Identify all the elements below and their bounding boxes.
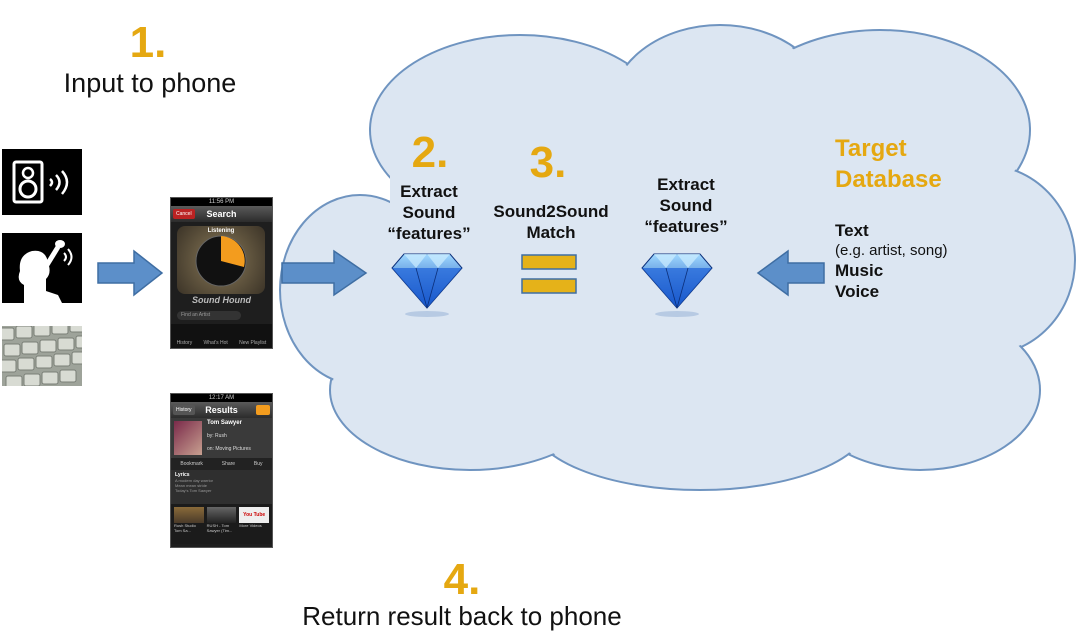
- tab-new-playlist[interactable]: New Playlist: [239, 340, 267, 346]
- video-thumb: [206, 507, 237, 523]
- cancel-button[interactable]: Cancel: [173, 209, 195, 219]
- share-badge-button[interactable]: [256, 405, 270, 415]
- video-row: Rush Studio Tom Sa... RUSH - Tom Sawyer …: [171, 504, 272, 544]
- phone-search-header: Cancel Search: [171, 206, 272, 222]
- action-row: Bookmark Share Buy: [171, 458, 272, 470]
- video-item[interactable]: RUSH - Tom Sawyer (Tim...: [206, 507, 237, 541]
- diamond-icon: [641, 253, 713, 317]
- step2-number: 2.: [411, 128, 449, 177]
- search-input[interactable]: Find an Artist: [177, 311, 241, 320]
- keyboard-tile: [2, 326, 82, 386]
- speaker-tile: [2, 149, 82, 215]
- arrow-right-icon: [97, 249, 164, 297]
- step3-number: 3.: [529, 138, 567, 187]
- phone-status-bar: 12:17 AM: [171, 394, 272, 402]
- step2-label-line3: “features”: [387, 224, 471, 243]
- step3b-label-line3: “features”: [644, 217, 728, 236]
- bookmark-action[interactable]: Bookmark: [180, 461, 203, 467]
- phone-results-screen: 12:17 AM History Results Tom Sawyer by: …: [170, 393, 273, 548]
- tab-history[interactable]: History: [176, 340, 193, 346]
- lyrics-title: Lyrics: [175, 472, 190, 478]
- database-title: Target Database: [835, 133, 995, 195]
- lyrics-panel[interactable]: Lyrics A modern day warrior Mean mean st…: [171, 470, 272, 504]
- song-title: Tom Sawyer: [207, 420, 242, 426]
- step4-number: 4.: [443, 555, 481, 604]
- tab-whats-hot[interactable]: What's Hot: [203, 340, 228, 346]
- step1-number: 1.: [129, 18, 167, 67]
- history-button[interactable]: History: [173, 405, 195, 415]
- video-item[interactable]: You Tube More Videos: [239, 507, 270, 541]
- phone-results-header: History Results: [171, 402, 272, 418]
- step3-label: Sound2Sound Match: [486, 201, 616, 243]
- db-text-label: Text: [835, 221, 869, 240]
- db-music-label: Music: [835, 261, 884, 280]
- song-panel: Tom Sawyer by: Rush on: Moving Pictures: [171, 418, 272, 458]
- step3b-label: Extract Sound “features”: [627, 174, 745, 237]
- lyrics-line: A modern day warrior: [175, 478, 214, 483]
- keyboard-icon: [2, 326, 82, 386]
- listening-dial-icon: [195, 235, 247, 287]
- database-title-line1: Target: [835, 135, 907, 162]
- phone-search-screen: 11:56 PM Cancel Search Listening Sound H…: [170, 197, 273, 349]
- video-item[interactable]: Rush Studio Tom Sa...: [174, 507, 204, 541]
- arrow-right-icon: [281, 249, 368, 297]
- share-action[interactable]: Share: [221, 461, 236, 467]
- song-artist[interactable]: by: Rush: [207, 433, 227, 439]
- step3b-label-line1: Extract: [657, 175, 715, 194]
- voice-singer-icon: [18, 240, 73, 303]
- phone-status-bar: 11:56 PM: [171, 198, 272, 206]
- video-caption: More Videos: [239, 523, 262, 528]
- video-caption: Rush Studio Tom Sa...: [174, 523, 196, 533]
- album-cover: [174, 421, 202, 455]
- voice-tile: [2, 233, 82, 303]
- soundhound-brand: Sound Hound: [192, 295, 251, 305]
- step3b-label-line2: Sound: [659, 196, 713, 215]
- step3-label-line1: Sound2Sound: [493, 202, 609, 221]
- equals-icon: [521, 254, 577, 294]
- listening-label: Listening: [207, 228, 235, 234]
- db-voice-label: Voice: [835, 282, 880, 301]
- database-title-line2: Database: [835, 166, 942, 193]
- video-caption: RUSH - Tom Sawyer (Tim...: [206, 523, 233, 533]
- buy-action[interactable]: Buy: [253, 461, 263, 467]
- phone-search-title: Search: [206, 209, 237, 219]
- song-album[interactable]: on: Moving Pictures: [207, 446, 251, 452]
- step2-label-line2: Sound: [402, 203, 456, 222]
- phone-results-title: Results: [205, 405, 238, 415]
- step3-label-line2: Match: [526, 223, 576, 242]
- video-thumb: [174, 507, 204, 523]
- step2-label: Extract Sound “features”: [370, 181, 488, 244]
- phone-search-tabbar: History What's Hot New Playlist: [171, 324, 272, 348]
- arrow-left-icon: [756, 249, 825, 297]
- step2-label-line1: Extract: [400, 182, 458, 201]
- database-contents: Text (e.g. artist, song) Music Voice: [835, 220, 985, 302]
- listening-panel: Listening: [177, 226, 265, 294]
- step4-caption: Return result back to phone: [302, 601, 622, 631]
- lyrics-line: Today's Tom Sawyer: [175, 488, 212, 493]
- db-text-sub: (e.g. artist, song): [835, 242, 948, 259]
- lyrics-line: Mean mean stride: [175, 483, 208, 488]
- youtube-logo: You Tube: [239, 507, 270, 523]
- speaker-icon: [12, 160, 69, 204]
- diamond-icon: [391, 253, 463, 317]
- step1-caption: Input to phone: [63, 68, 237, 98]
